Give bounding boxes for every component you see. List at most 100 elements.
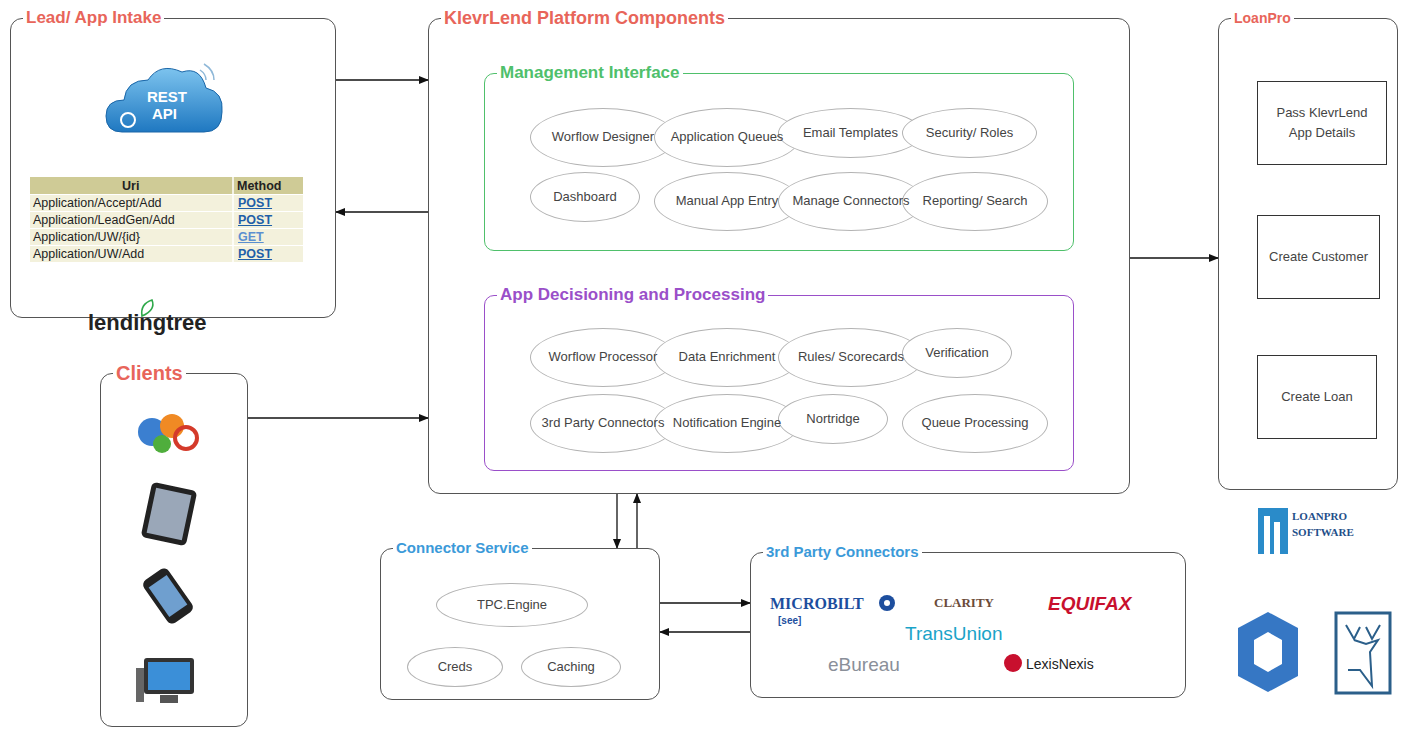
group-box: Clients	[100, 373, 248, 727]
component-ellipse: Dashboard	[530, 172, 640, 222]
phone-icon	[141, 566, 195, 626]
node-label: Create Customer	[1263, 247, 1374, 267]
process-box: Create Customer	[1257, 215, 1380, 299]
component-ellipse: Nortridge	[778, 394, 888, 444]
node-label: Worflow Processor	[543, 347, 664, 367]
gear-icon	[121, 113, 135, 127]
component-ellipse: Creds	[407, 647, 503, 687]
connector-arrow	[1130, 257, 1218, 258]
connector-arrow	[336, 211, 428, 212]
table-cell: Uri	[122, 180, 139, 193]
node-label: Manual App Entry	[670, 191, 785, 211]
monitor-stand	[160, 695, 178, 703]
group-heading: Management Interface	[497, 63, 683, 83]
logo-text: CLARITY	[934, 596, 994, 609]
connector-arrow	[636, 494, 637, 548]
connector-arrow	[336, 79, 428, 80]
group-heading: KlevrLend Platform Components	[441, 8, 728, 28]
logo-text: LOANPRO	[1292, 511, 1347, 522]
loanpro-logo	[1258, 508, 1288, 554]
node-label: 3rd Party Connectors	[536, 413, 671, 433]
loanpro-logo	[1264, 516, 1270, 554]
group-box: Management InterfaceWorflow DesignerAppl…	[484, 73, 1074, 251]
node-label: Email Templates	[797, 123, 904, 143]
logo-text: [see]	[778, 616, 801, 626]
table-cell: Application/LeadGen/Add	[33, 214, 175, 227]
group-heading: Lead/ App Intake	[23, 8, 164, 28]
logo-text: EQUIFAX	[1048, 594, 1131, 613]
browser-icon	[160, 414, 184, 438]
component-ellipse: Data Enrichment	[654, 328, 800, 387]
component-ellipse: Application Queues	[654, 108, 800, 167]
logo-text: TransUnion	[905, 624, 1003, 643]
component-ellipse: Reporting/ Search	[902, 172, 1048, 231]
component-ellipse: Manual App Entry	[654, 172, 800, 231]
process-box: Create Loan	[1257, 355, 1377, 439]
process-box: Pass KlevrLend App Details	[1257, 81, 1387, 165]
group-box: KlevrLend Platform ComponentsManagement …	[428, 18, 1130, 494]
table-cell: GET	[238, 231, 264, 244]
node-label: Reporting/ Search	[917, 191, 1034, 211]
table-cell: Method	[237, 180, 281, 193]
node-label: Queue Processing	[916, 413, 1035, 433]
table-cell: Application/Accept/Add	[33, 197, 162, 210]
table-cell: POST	[238, 197, 272, 210]
lexisnexis-icon	[1004, 654, 1022, 672]
table-row	[30, 246, 303, 262]
component-ellipse: Notification Engine	[654, 394, 800, 453]
table-cell: Application/UW/{id}	[33, 231, 140, 244]
phone-screen	[149, 575, 188, 617]
cloud-icon	[106, 68, 222, 132]
node-label: Security/ Roles	[920, 123, 1019, 143]
node-label: Data Enrichment	[673, 347, 782, 367]
monitor-screen	[148, 662, 190, 690]
table-row	[30, 195, 303, 211]
logo-text: SOFTWARE	[1292, 527, 1354, 538]
node-label: Notification Engine	[667, 413, 787, 433]
node-label: Rules/ Scorecards	[792, 347, 910, 367]
group-heading: 3rd Party Connectors	[763, 542, 922, 562]
cloud-provider-icon	[1254, 632, 1282, 672]
signal-icon	[200, 64, 214, 80]
cloud-provider-icon	[1238, 612, 1298, 692]
icon-text: REST	[147, 89, 187, 104]
table-rule	[232, 177, 234, 262]
connector-arrow	[248, 417, 428, 418]
connector-arrow	[660, 602, 750, 603]
component-ellipse: Security/ Roles	[902, 108, 1037, 158]
table-cell: POST	[238, 248, 272, 261]
node-label: Caching	[541, 657, 601, 677]
component-ellipse: Verification	[902, 328, 1012, 378]
table-cell: Application/UW/Add	[33, 248, 144, 261]
table-header	[30, 177, 303, 194]
logo-text: LexisNexis	[1026, 657, 1094, 671]
group-heading: App Decisioning and Processing	[497, 285, 768, 305]
node-label: Pass KlevrLend App Details	[1258, 103, 1386, 143]
microbilt-dot	[879, 595, 895, 611]
component-ellipse: Worflow Designer	[530, 108, 676, 167]
loanpro-logo	[1274, 522, 1280, 554]
node-label: Creds	[432, 657, 479, 677]
component-ellipse: Caching	[521, 647, 621, 687]
node-label: Verification	[919, 343, 995, 363]
node-label: Application Queues	[665, 127, 790, 147]
node-label: Dashboard	[547, 187, 623, 207]
table-row	[30, 229, 303, 245]
component-ellipse: Manage Connectors	[778, 172, 924, 231]
connector-arrow	[660, 631, 750, 632]
group-heading: LoanPro	[1231, 8, 1294, 28]
pc-tower	[136, 668, 144, 702]
group-heading: Connector Service	[393, 538, 532, 558]
component-ellipse: Rules/ Scorecards	[778, 328, 924, 387]
component-ellipse: 3rd Party Connectors	[530, 394, 676, 453]
table-cell: POST	[238, 214, 272, 227]
group-heading: Clients	[113, 363, 186, 383]
logo-text: eBureau	[828, 655, 900, 674]
component-ellipse: Worflow Processor	[530, 328, 676, 387]
logo-text: lendingtree	[88, 312, 207, 334]
group-box: LoanProPass KlevrLend App DetailsCreate …	[1218, 18, 1398, 490]
node-label: TPC.Engine	[471, 595, 553, 615]
group-box: Connector ServiceTPC.EngineCredsCaching	[380, 548, 660, 700]
component-ellipse: Email Templates	[778, 108, 923, 158]
browser-icon	[153, 435, 171, 453]
